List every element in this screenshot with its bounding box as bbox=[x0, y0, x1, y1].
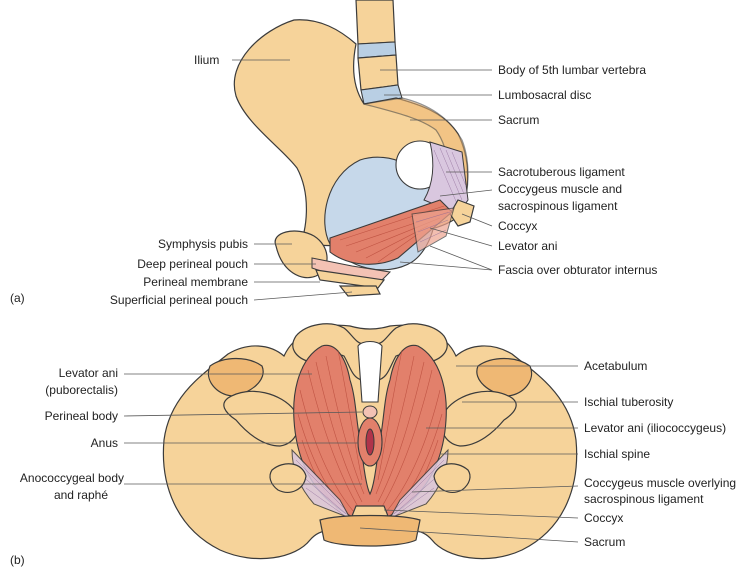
label-ischial-spine: Ischial spine bbox=[584, 447, 650, 461]
perineal-body-shape bbox=[363, 406, 377, 418]
lumbar-vertebra bbox=[356, 0, 395, 44]
label-coccyx-b: Coccyx bbox=[584, 511, 623, 525]
label-sacrotuberous: Sacrotuberous ligament bbox=[498, 165, 625, 179]
label-ischial-tuberosity: Ischial tuberosity bbox=[584, 395, 673, 409]
label-coccygeus-b-2: sacrospinous ligament bbox=[584, 492, 704, 506]
label-sacrum-b: Sacrum bbox=[584, 535, 625, 549]
label-ilium: Ilium bbox=[194, 53, 219, 67]
l5-vertebra-body bbox=[358, 55, 398, 90]
label-anus: Anus bbox=[91, 436, 118, 450]
urogenital-hiatus bbox=[358, 342, 382, 403]
label-coccygeus-b-1: Coccygeus muscle overlying bbox=[584, 476, 736, 490]
coccyx-b bbox=[352, 506, 388, 516]
label-acetabulum: Acetabulum bbox=[584, 359, 647, 373]
label-body-l5: Body of 5th lumbar vertebra bbox=[498, 63, 646, 77]
label-levator-ani-a: Levator ani bbox=[498, 239, 557, 253]
label-symphysis: Symphysis pubis bbox=[158, 237, 248, 251]
anus-shape bbox=[366, 429, 374, 455]
label-anococcygeal-2: and raphé bbox=[54, 488, 108, 502]
label-sacrum-a: Sacrum bbox=[498, 113, 539, 127]
label-levator-ilio: Levator ani (iliococcygeus) bbox=[584, 421, 726, 435]
label-coccyx-a: Coccyx bbox=[498, 219, 537, 233]
coccygeus-a bbox=[412, 208, 454, 252]
ischial-spine-left bbox=[270, 464, 306, 493]
label-perineal-membrane: Perineal membrane bbox=[143, 275, 248, 289]
label-perineal-body: Perineal body bbox=[45, 409, 118, 423]
label-levator-pubo-2: (puborectalis) bbox=[45, 383, 118, 397]
label-levator-pubo-1: Levator ani bbox=[59, 366, 118, 380]
label-deep-pouch: Deep perineal pouch bbox=[137, 257, 248, 271]
panel-b-tag: (b) bbox=[10, 553, 25, 567]
label-coccygeus-1: Coccygeus muscle and bbox=[498, 182, 622, 196]
label-lumbosacral-disc: Lumbosacral disc bbox=[498, 88, 591, 102]
panel-a-tag: (a) bbox=[10, 291, 25, 305]
panel-b-illustration bbox=[163, 324, 576, 559]
label-superficial-pouch: Superficial perineal pouch bbox=[110, 293, 248, 307]
panel-a-illustration bbox=[234, 0, 474, 296]
label-anococcygeal-1: Anococcygeal body bbox=[20, 471, 124, 485]
label-fascia: Fascia over obturator internus bbox=[498, 263, 657, 277]
label-coccygeus-2: sacrospinous ligament bbox=[498, 199, 618, 213]
ischial-spine-right bbox=[434, 464, 470, 493]
superficial-pouch-shape bbox=[340, 286, 380, 296]
